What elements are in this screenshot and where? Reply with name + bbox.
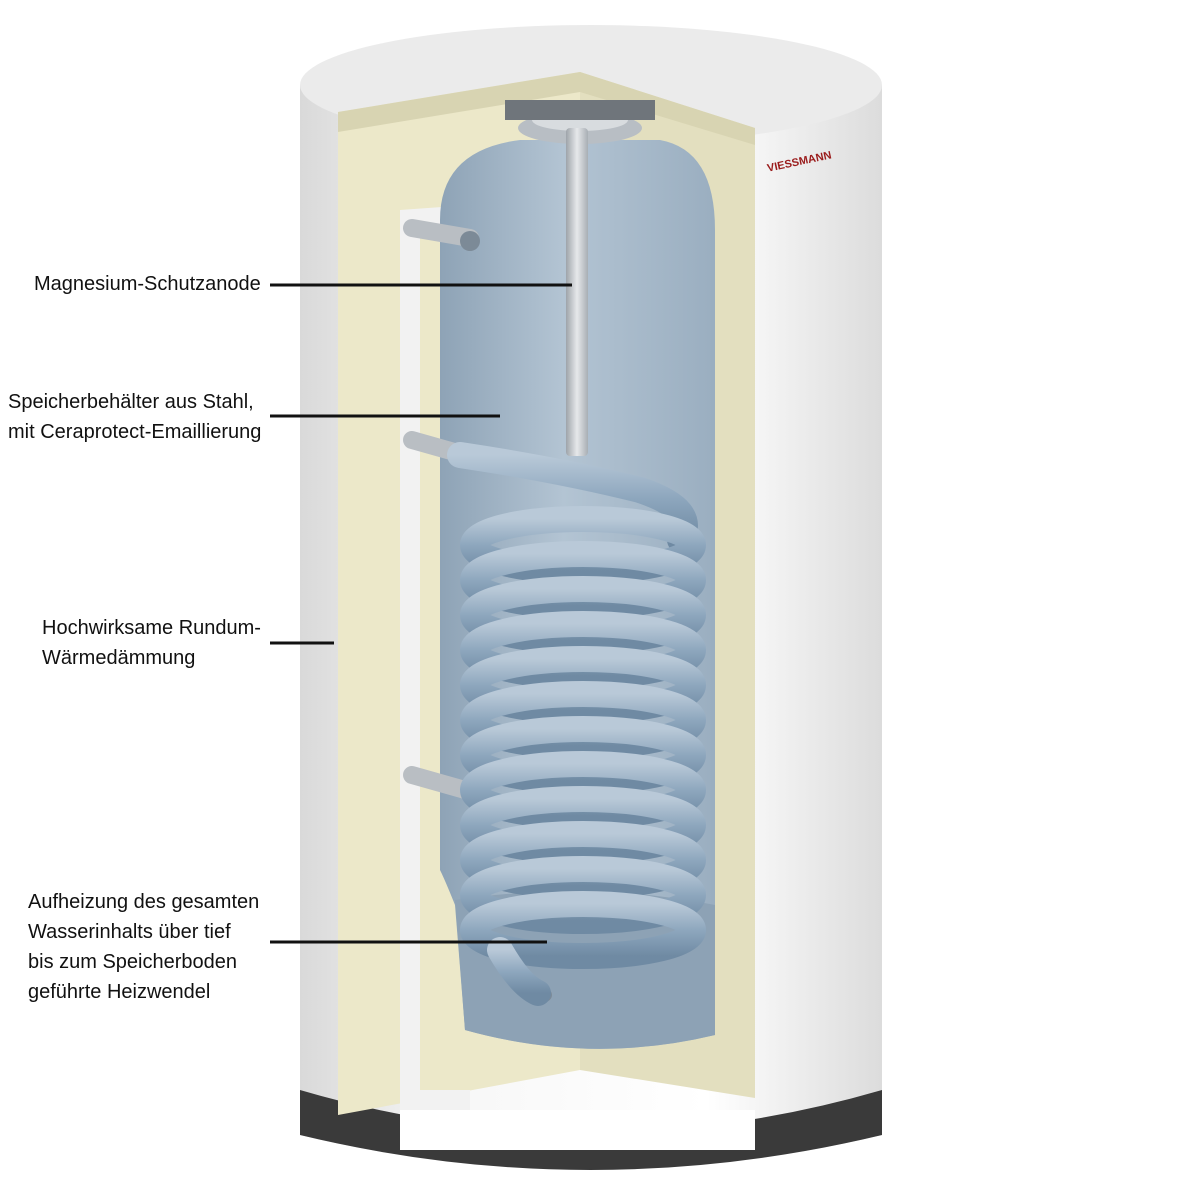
coil-outlet — [487, 937, 551, 1006]
tank-floor — [455, 891, 715, 1049]
coil-inlet — [447, 442, 698, 553]
label-anode-line-1: Magnesium-Schutzanode — [34, 273, 261, 295]
magnesium-anode-rod — [566, 128, 588, 456]
label-insulation: Hochwirksame Rundum- Wärmedämmung — [42, 613, 261, 673]
label-coil-line-3: bis zum Speicherboden — [28, 951, 238, 973]
label-coil-line-4: geführte Heizwendel — [28, 981, 211, 1003]
leader-lines — [270, 283, 572, 944]
label-coil-line-1: Aufheizung des gesamten — [28, 891, 260, 913]
label-tank-line-2: mit Ceraprotect-Emaillierung — [8, 421, 262, 443]
heating-coil — [447, 442, 706, 1006]
label-magnesium-anode: Magnesium-Schutzanode — [34, 269, 261, 299]
label-insulation-line-1: Hochwirksame Rundum- — [42, 617, 261, 639]
label-coil-line-2: Wasserinhalts über tief — [28, 921, 231, 943]
label-insulation-line-2: Wärmedämmung — [42, 647, 196, 669]
label-steel-tank: Speicherbehälter aus Stahl, mit Ceraprot… — [8, 387, 261, 447]
label-heating-coil: Aufheizung des gesamten Wasserinhalts üb… — [28, 887, 259, 1007]
label-tank-line-1: Speicherbehälter aus Stahl, — [8, 391, 254, 413]
